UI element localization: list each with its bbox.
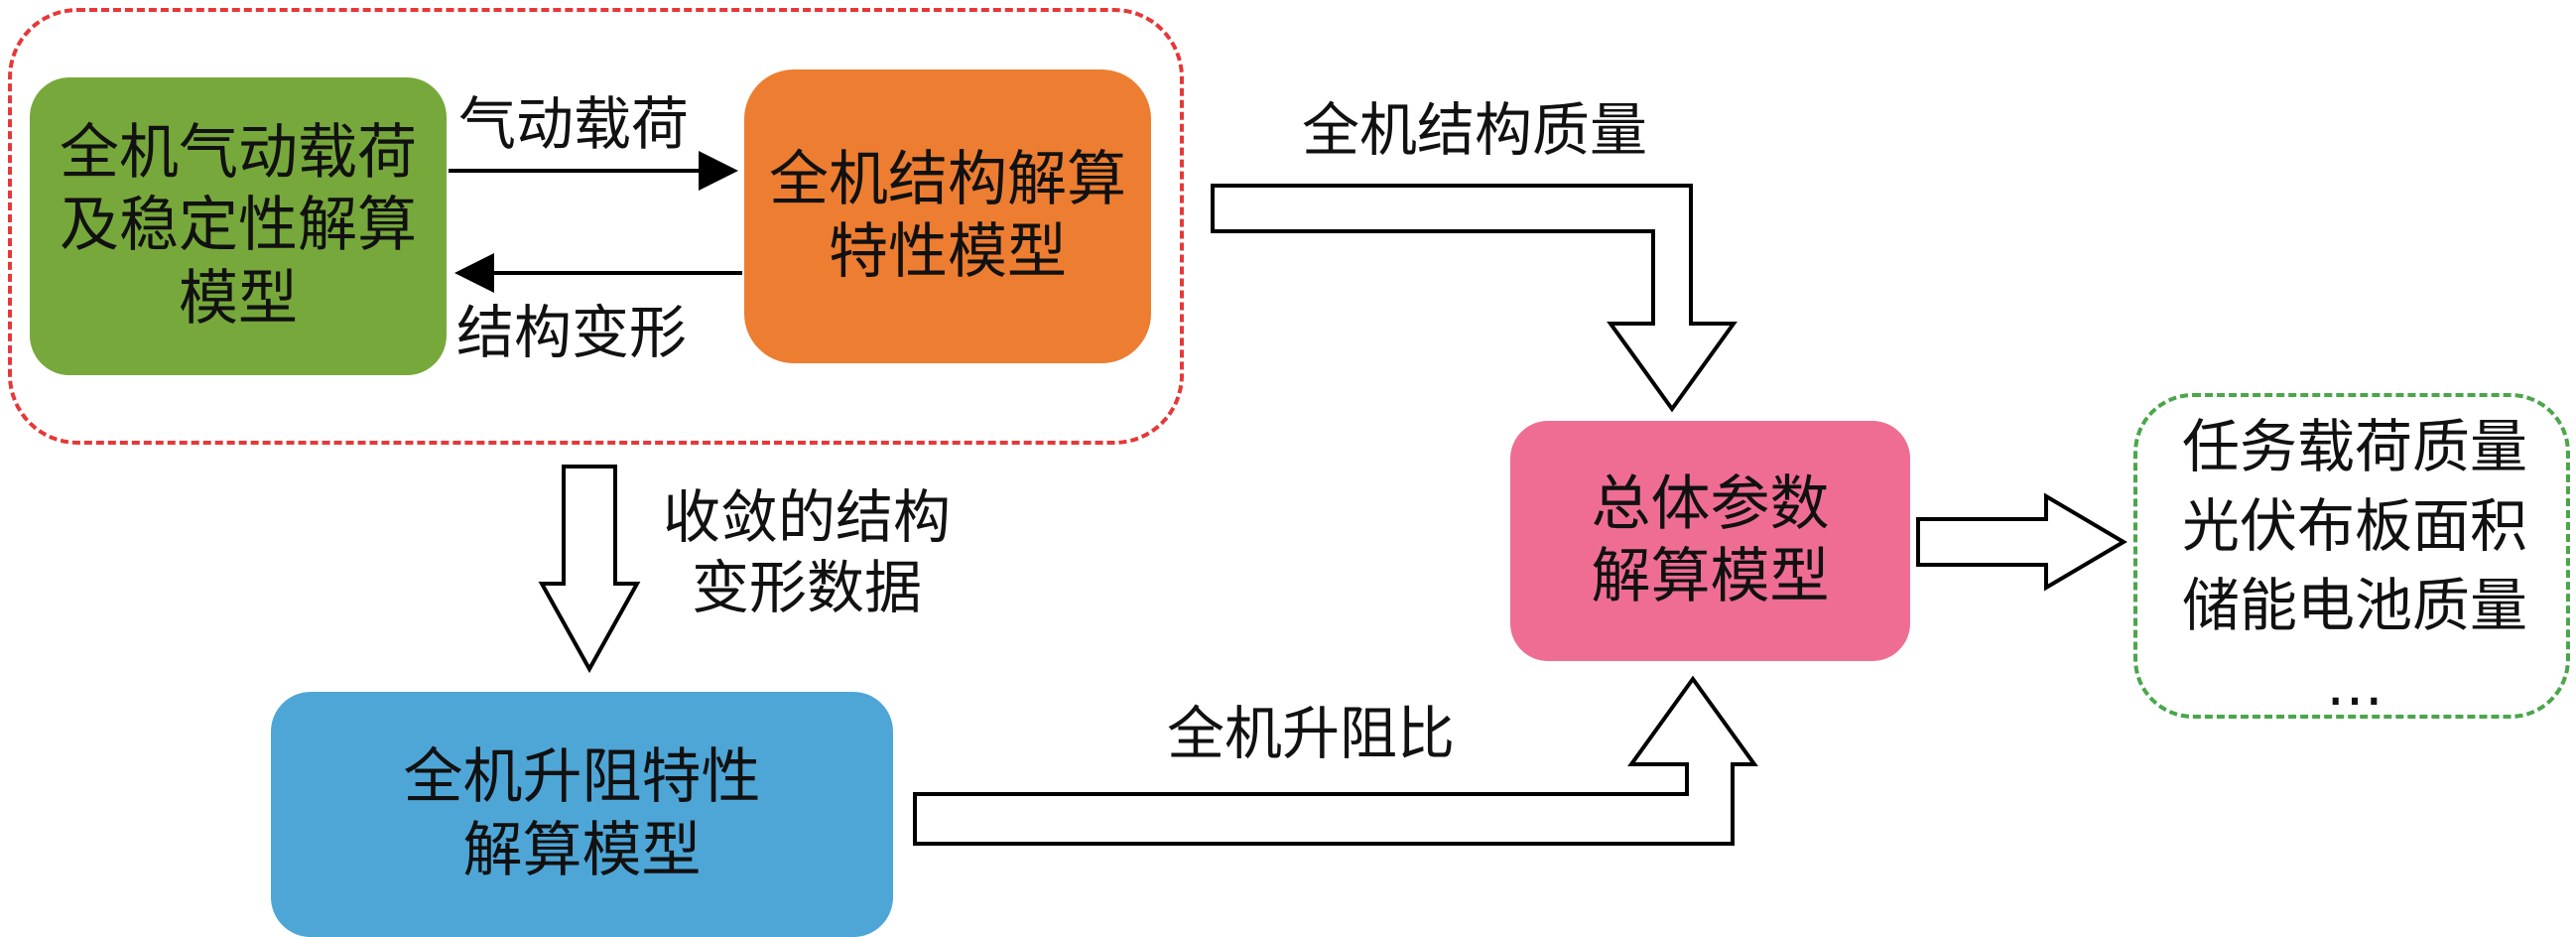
- overall-parameter-model-label: 总体参数 解算模型: [1591, 468, 1830, 611]
- label-structure-mass: 全机结构质量: [1302, 96, 1648, 164]
- coupled-group-frame: [8, 8, 1184, 445]
- output-item-ellipsis: …: [2326, 651, 2383, 719]
- label-converged-deformation-data: 收敛的结构 变形数据: [663, 483, 952, 621]
- block-arrow-converged-data: [538, 465, 641, 674]
- aero-stability-model-box: 全机气动载荷 及稳定性解算 模型: [30, 77, 447, 375]
- lift-drag-model-box: 全机升阻特性 解算模型: [271, 692, 893, 937]
- block-arrow-structure-mass: [1211, 184, 1738, 413]
- block-arrow-outputs: [1916, 492, 2127, 592]
- outputs-list: 任务载荷质量 光伏布板面积 储能电池质量 …: [2161, 407, 2548, 725]
- structure-model-box: 全机结构解算 特性模型: [744, 69, 1151, 363]
- output-item-battery-mass: 储能电池质量: [2181, 572, 2527, 639]
- structure-model-label: 全机结构解算 特性模型: [769, 144, 1126, 287]
- block-arrow-lift-drag-ratio: [913, 675, 1758, 846]
- label-aero-load: 气动载荷: [458, 90, 690, 158]
- label-structure-deformation: 结构变形: [456, 299, 688, 366]
- output-item-pv-area: 光伏布板面积: [2181, 492, 2527, 560]
- label-lift-drag-ratio: 全机升阻比: [1167, 700, 1456, 767]
- outputs-group-frame: [2133, 393, 2570, 719]
- lift-drag-model-label: 全机升阻特性 解算模型: [403, 742, 761, 885]
- overall-parameter-model-box: 总体参数 解算模型: [1510, 421, 1910, 661]
- aero-stability-model-label: 全机气动载荷 及稳定性解算 模型: [60, 118, 417, 334]
- output-item-payload-mass: 任务载荷质量: [2181, 413, 2527, 480]
